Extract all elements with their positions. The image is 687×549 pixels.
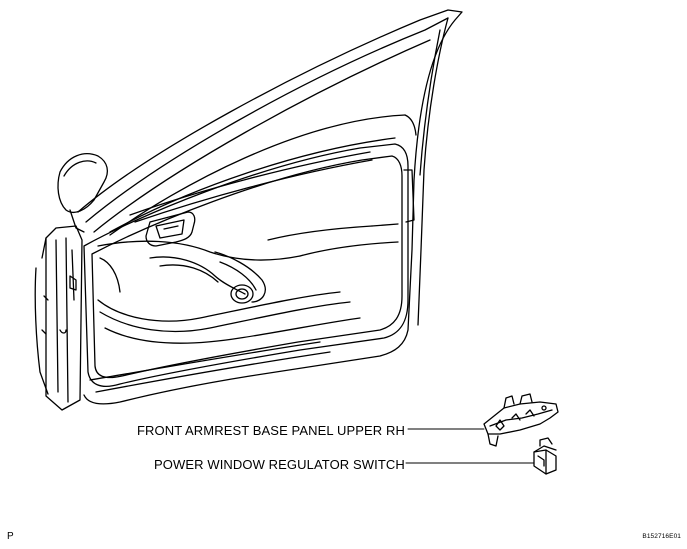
side-mirror (58, 154, 107, 232)
power-window-switch-part (534, 438, 556, 474)
leader-lines (406, 429, 534, 463)
figure-id: B152716E01 (642, 533, 681, 540)
door-trim-panel (84, 138, 414, 392)
armrest-base-panel-part (484, 394, 558, 446)
corner-letter: P (7, 531, 14, 542)
door-front-edge (35, 226, 82, 410)
label-power-window-regulator-switch: POWER WINDOW REGULATOR SWITCH (154, 457, 405, 472)
label-front-armrest-base-panel-upper-rh: FRONT ARMREST BASE PANEL UPPER RH (137, 423, 405, 438)
window-frame (78, 10, 462, 404)
